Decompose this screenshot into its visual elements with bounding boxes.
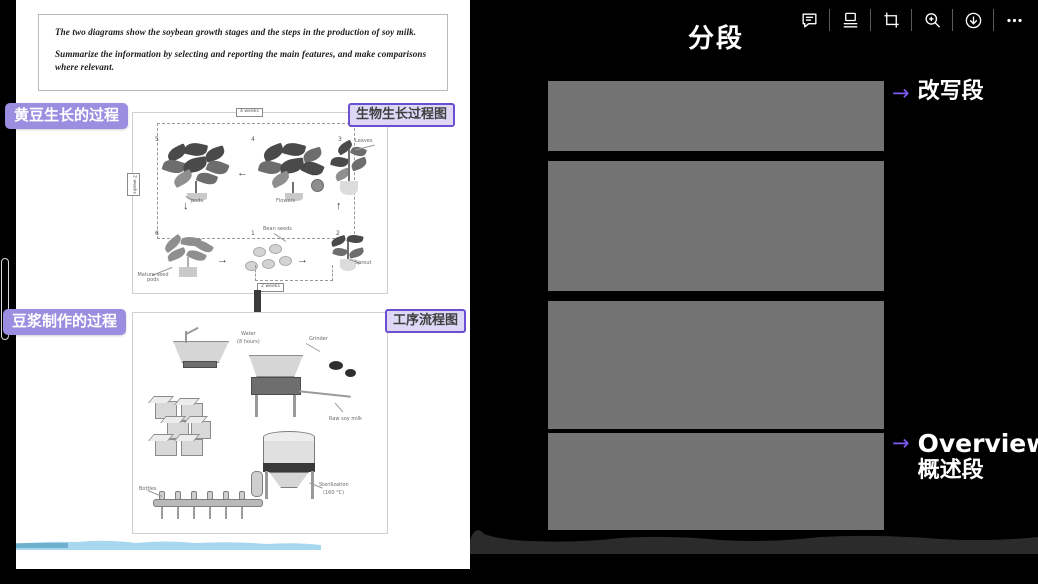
time-chip-4-weeks: 4 weeks [236,108,263,117]
content-block-2[interactable] [548,161,884,291]
toolbar-separator-4 [952,9,953,31]
arrow-stage-3-to-4: ← [309,167,320,179]
prompt-line-2: Summarize the information by selecting a… [55,49,427,72]
top-toolbar[interactable] [789,0,1034,40]
bean-seed-2 [269,244,282,254]
content-block-1[interactable] [548,81,884,151]
soybean-growth-diagram: 4 weeks 2 weeks 5 4 3 6 1 2 pods [127,108,388,294]
arrow-stage-1-to-2: → [297,254,308,266]
label-mature-seed-pods: Mature seed pods [137,272,169,283]
annotation-soy-milk-process: 豆浆制作的过程 [3,309,127,335]
more-options-icon[interactable] [994,0,1034,40]
arrow-stage-6-to-1: → [217,254,228,266]
label-water: Water [241,331,256,337]
board-title: 分段 [688,24,745,54]
content-block-4[interactable] [548,433,884,530]
soaking-tank [173,326,233,375]
label-water-time: (8 hours) [237,339,260,345]
toolbar-separator-3 [911,9,912,31]
task-prompt-box: The two diagrams show the soybean growth… [38,14,448,91]
filling-nozzle [245,471,271,501]
audio-waveform-dark [470,530,1038,554]
okara-lump-1 [329,361,343,370]
arrow-right-icon: → [892,81,910,105]
toolbar-separator-2 [870,9,871,31]
stage-number-6: 6 [155,230,159,237]
bottle-row [155,491,261,521]
stage-number-4: 4 [251,136,255,143]
okara-lump-2 [345,369,356,377]
arrow-right-icon-2: → [892,431,910,455]
label-sterilization-temp: (160 °C) [323,490,345,496]
label-bean-seeds: Bean seeds [263,226,292,232]
label-grinder: Grinder [309,336,328,342]
label-bottles: Bottles [139,486,157,492]
label-flowers: Flowers [276,198,296,204]
document-panel[interactable]: The two diagrams show the soybean growth… [16,0,470,569]
grinder-machine [245,355,315,417]
note-overview-label-cn: 概述段 [917,457,984,483]
prompt-line-1: The two diagrams show the soybean growth… [55,27,417,37]
stage-number-1: 1 [251,230,255,237]
plant-stage-2 [329,233,371,277]
arrow-stage-2-to-3: ↑ [336,200,342,212]
content-block-3[interactable] [548,301,884,429]
note-rewrite-label: 改写段 [917,79,984,104]
label-pods: pods [191,198,204,204]
label-raw-soy-milk: Raw soy milk [329,416,362,422]
arrow-stage-4-to-5: ← [237,167,248,179]
plant-stage-6 [161,233,217,281]
label-leaves: Leaves [355,138,373,144]
toolbar-separator-5 [993,9,994,31]
bean-seed-3 [245,261,258,271]
download-icon[interactable] [953,0,993,40]
crop-icon[interactable] [871,0,911,40]
layout-view-icon[interactable] [830,0,870,40]
note-overview: → Overview 概述段 [892,430,1038,484]
bean-seed-5 [279,256,292,266]
zoom-in-icon[interactable] [912,0,952,40]
annotation-growth-process: 黄豆生长的过程 [5,103,129,129]
label-sterilization: Sterilization [319,482,349,488]
annotation-bio-growth-chart: 生物生长过程图 [348,103,456,127]
vertical-scrollbar[interactable] [1,258,9,340]
soy-milk-process-diagram: Water (8 hours) Grinder [132,312,388,534]
time-chip-2-weeks: 2 weeks [257,283,284,292]
bean-seed-1 [253,247,266,257]
plant-stage-4 [257,140,327,201]
lower-dashed-connector [255,265,333,281]
stage-number-2: 2 [336,230,340,237]
comment-icon[interactable] [789,0,829,40]
note-rewrite: → 改写段 [892,80,984,104]
note-overview-label-en: Overview [917,429,1038,458]
arrow-stage-5-to-6: ↓ [183,200,189,212]
toolbar-separator-1 [829,9,830,31]
audio-waveform-blue [16,540,321,550]
bean-seed-4 [262,259,275,269]
packaged-boxes [148,396,213,459]
plant-stage-5 [161,140,231,201]
stage-number-5: 5 [155,136,159,143]
stage-number-3: 3 [338,136,342,143]
plant-stage-3 [327,139,373,203]
annotation-flow-chart: 工序流程图 [385,309,467,333]
note-overview-text: Overview 概述段 [918,430,1038,484]
label-sprout: Sprout [355,260,372,266]
time-chip-2-weeks-left: 2 weeks [127,173,140,196]
